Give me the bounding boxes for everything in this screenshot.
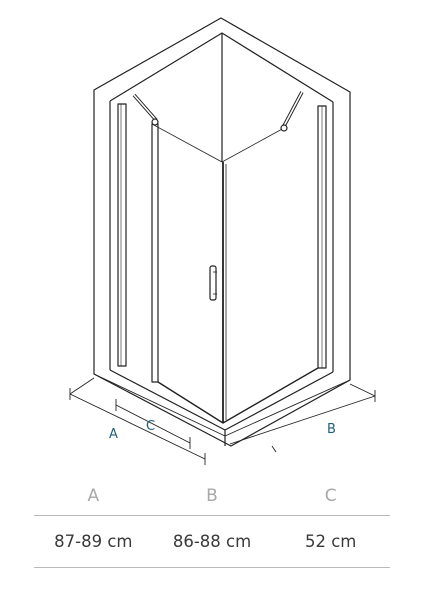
left-fixed-panel	[117, 103, 127, 367]
dimensions-header-row: A B C	[34, 476, 390, 516]
header-b: B	[206, 485, 218, 506]
shower-enclosure-diagram: A C B	[69, 17, 376, 465]
dimensions-table: A B C 87-89 cm 86-88 cm 52 cm	[34, 476, 390, 568]
left-stabilizer-bracket	[132, 93, 159, 126]
dimension-line-a	[69, 393, 206, 460]
dimensions-values-row: 87-89 cm 86-88 cm 52 cm	[34, 516, 390, 568]
value-b: 86-88 cm	[172, 532, 252, 551]
right-stabilizer-bracket	[280, 91, 304, 132]
left-stabilizer-line	[151, 123, 223, 163]
value-c: 52 cm	[304, 532, 357, 551]
header-c: C	[324, 485, 337, 506]
value-a: 87-89 cm	[54, 532, 133, 551]
dimension-line-b	[229, 395, 376, 445]
dimension-label-a: A	[109, 427, 118, 442]
dimension-label-b: B	[327, 422, 336, 437]
door-handle	[209, 265, 217, 301]
dimension-line-c	[115, 404, 191, 444]
right-stabilizer-line	[221, 127, 285, 163]
dimension-label-c: C	[146, 419, 155, 434]
header-a: A	[87, 485, 100, 506]
